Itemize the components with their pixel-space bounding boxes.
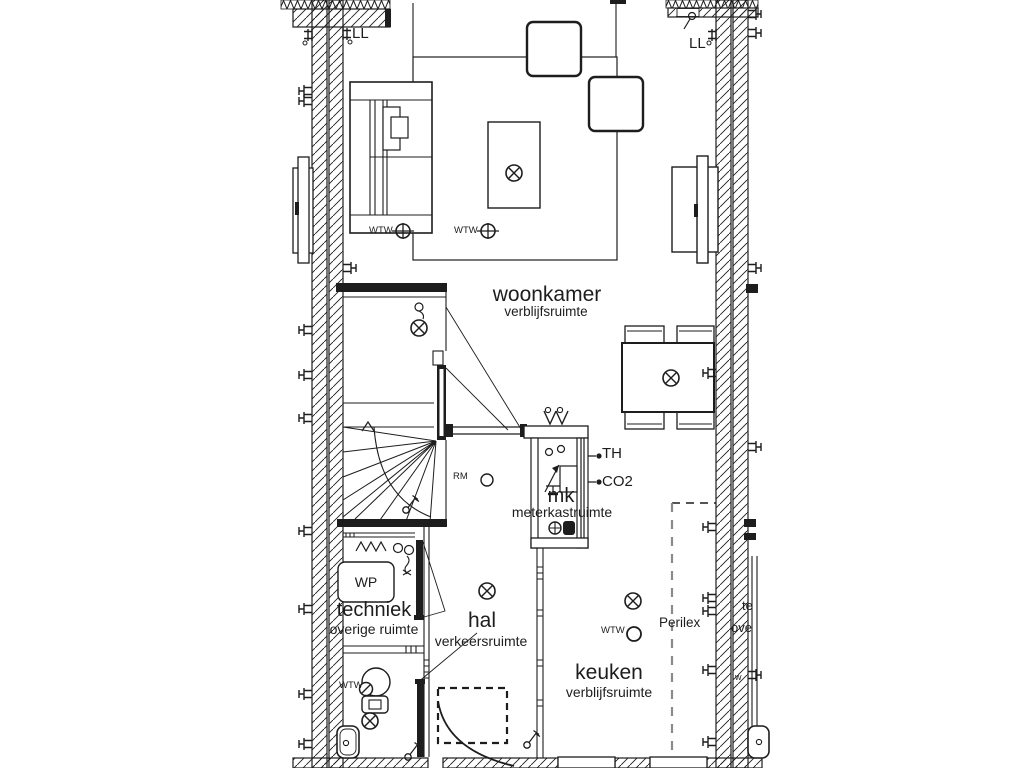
- neighbor-label-w: w: [735, 672, 742, 682]
- wp-unit: [337, 561, 395, 603]
- doorbell-icon: [543, 406, 569, 426]
- window: [649, 756, 708, 768]
- room-label-meterkast: mk: [547, 485, 575, 507]
- wall-lamp: [414, 302, 425, 320]
- sofa-cabinet: [349, 81, 433, 234]
- right-party-wall: [715, 0, 749, 768]
- front-door-swing-arc: [437, 700, 515, 767]
- neighbor-basin: [747, 725, 770, 759]
- wtw-label: WTW: [369, 225, 393, 236]
- left-party-wall: [311, 0, 344, 768]
- stair-walkline: [373, 426, 432, 518]
- co2-label: CO2: [602, 473, 633, 490]
- wtw-label: WTW: [601, 625, 625, 636]
- washer-taps: [355, 540, 415, 576]
- neighbor-label-te: te: [742, 598, 753, 613]
- electrical-symbols: [298, 7, 762, 751]
- dining-chair: [676, 410, 715, 430]
- door-swing: [422, 541, 446, 618]
- stair-door: [432, 306, 522, 440]
- door-swing: [445, 306, 522, 431]
- room-label-techniek: techniek: [336, 599, 412, 621]
- room-category-meterkast: meterkastruimte: [511, 504, 613, 520]
- ll-label: LL: [689, 35, 706, 52]
- smoke-detector: [480, 473, 494, 487]
- neighbor-label-ove: ove: [731, 620, 752, 635]
- room-label-woonkamer: woonkamer: [492, 283, 602, 306]
- room-category-keuken: verblijfsruimte: [565, 684, 653, 700]
- stair-direction-arrow: [361, 420, 375, 432]
- meterkast: [523, 406, 602, 549]
- rm-label: RM: [453, 471, 468, 482]
- room-category-techniek: overige ruimte: [329, 621, 419, 637]
- neighbor-left-furniture: [292, 156, 314, 264]
- armchair: [525, 20, 583, 78]
- window: [557, 756, 616, 768]
- perilex-label: Perilex: [659, 615, 701, 630]
- room-category-hal: verkeersruimte: [434, 633, 528, 649]
- toilet-door: [415, 632, 478, 757]
- neighbor-right-elements: [744, 284, 770, 759]
- room-label-hal: hal: [467, 609, 497, 632]
- dining-chair: [624, 410, 665, 430]
- hal-dashed-zone: [436, 686, 509, 745]
- room-label-keuken: keuken: [575, 661, 643, 684]
- techniek-door: [414, 540, 446, 620]
- staircase: [342, 402, 437, 523]
- armchair: [587, 75, 645, 133]
- dining-chair: [676, 325, 715, 345]
- dining-chair: [624, 325, 665, 345]
- room-category-woonkamer: verblijfsruimte: [504, 304, 588, 319]
- ll-label: LL: [352, 25, 369, 42]
- wtw-unit-icon: [548, 521, 575, 535]
- th-label: TH: [602, 445, 622, 462]
- wp-label: WP: [354, 574, 378, 590]
- sideboard: [671, 155, 719, 264]
- bottom-facade: [292, 756, 763, 768]
- wtw-label: WTW: [454, 225, 478, 236]
- door-swing: [416, 632, 478, 684]
- pull-switch-icon: [683, 11, 697, 30]
- kitchen-counter-dashed: [670, 502, 716, 757]
- hand-basin: [336, 725, 360, 759]
- top-facade: [280, 0, 759, 28]
- wtw-supply-circle: [626, 626, 642, 642]
- wtw-label: WTW: [339, 680, 363, 691]
